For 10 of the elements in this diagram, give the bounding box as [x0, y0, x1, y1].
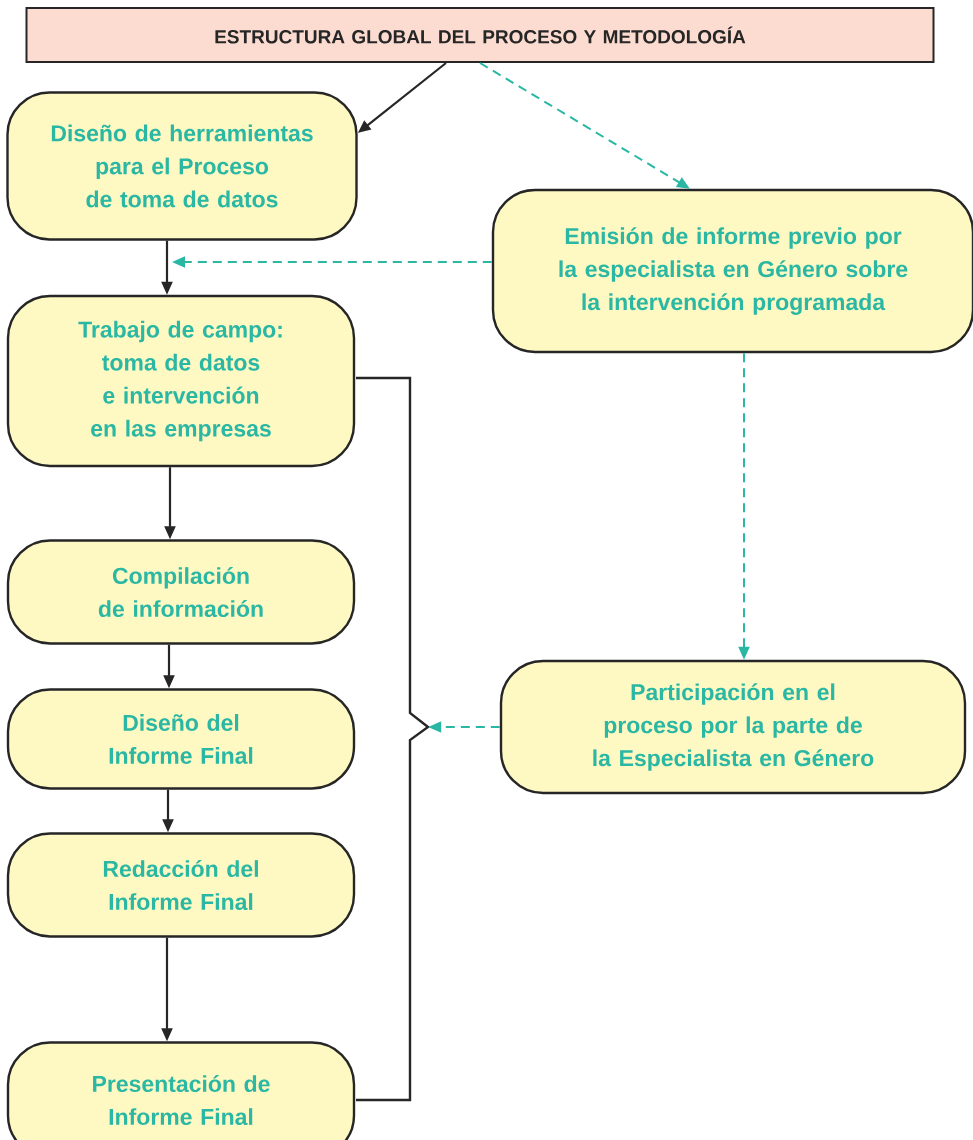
process-box: Presentación de Informe Final — [6, 1041, 356, 1140]
process-box: Diseño del Informe Final — [6, 688, 356, 790]
process-box: Redacción del Informe Final — [6, 832, 356, 938]
process-box: Participación en el proceso por la parte de la Especialista en Género — [499, 659, 967, 795]
process-box: Diseño de herramientas para el Proceso de toma de datos — [6, 91, 358, 241]
process-box: Compilación de información — [6, 539, 356, 645]
bracket — [356, 376, 430, 1102]
title-box: ESTRUCTURA GLOBAL DEL PROCESO Y METODOLOGÍA — [25, 7, 935, 63]
process-box: Trabajo de campo: toma de datos e intervención en las empresas — [6, 294, 356, 468]
process-box: Emisión de informe previo por la especialista en Género sobre la intervención programada — [491, 188, 973, 354]
